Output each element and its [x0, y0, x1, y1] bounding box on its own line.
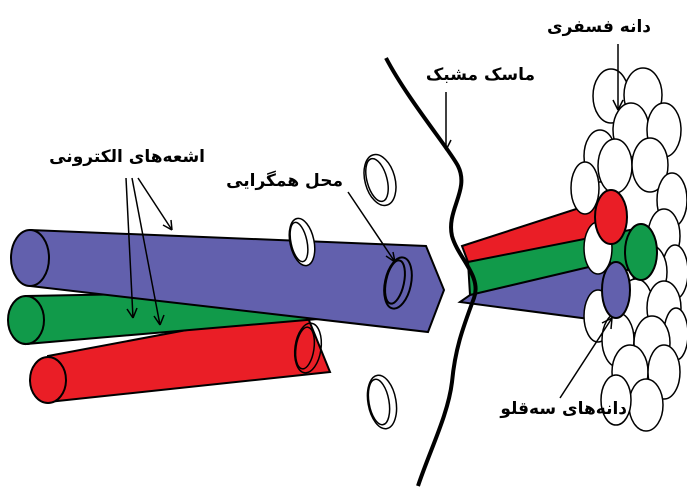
- convergence-leader: [347, 191, 396, 263]
- phosphor-dot: [570, 161, 600, 215]
- beam-leader-3: [137, 177, 173, 231]
- triad-leader: [559, 317, 613, 399]
- label-electron-beams: اشعه‌های الکترونی: [49, 147, 205, 167]
- phosphor-dot: [597, 138, 633, 194]
- blue-beam: [10, 228, 446, 334]
- label-phosphor-dot: دانه فسفری: [547, 17, 651, 37]
- floating-dot-inner: [367, 378, 391, 426]
- beam-leader-2: [131, 177, 161, 326]
- arrow-head-icon: [385, 251, 396, 263]
- floating-dot: [293, 322, 323, 374]
- floating-dot-inner: [294, 326, 316, 370]
- arrow-head-icon: [153, 314, 165, 326]
- floating-dot-inner: [365, 157, 389, 203]
- floating-dot: [288, 217, 316, 267]
- label-triad-dots: دانه‌های سه‌قلو: [499, 399, 627, 419]
- blue-beam-end: [10, 229, 50, 287]
- phosphor-dot: [631, 137, 669, 193]
- beam-leader-1: [125, 177, 134, 319]
- shadow-mask-curve: [384, 57, 478, 487]
- label-shadow-mask: ماسک مشبک: [426, 65, 535, 85]
- red-phosphor-dot: [594, 189, 628, 245]
- phosphor-dot: [628, 378, 664, 432]
- arrow-head-icon: [440, 139, 452, 151]
- convergence-ring-inner: [384, 259, 406, 305]
- arrow-head-icon: [612, 99, 624, 111]
- arrow-head-icon: [162, 219, 173, 231]
- red-beam-end: [29, 356, 67, 404]
- red-beam: [29, 306, 332, 404]
- arrow-head-icon: [126, 307, 138, 319]
- blue-phosphor-dot: [601, 261, 631, 319]
- floating-dot-inner: [289, 221, 309, 263]
- label-convergence-point: محل همگرایی: [226, 170, 343, 191]
- electron-beams: [7, 228, 446, 404]
- green-beam-end: [7, 295, 45, 345]
- arrow-head-icon: [601, 317, 613, 330]
- phosphor-screen: [570, 67, 687, 432]
- green-phosphor-dot: [624, 223, 658, 281]
- phosphor-dot: [600, 374, 632, 426]
- label-leaders: [125, 44, 624, 399]
- passing-dots: [288, 153, 398, 430]
- floating-dot: [363, 153, 397, 207]
